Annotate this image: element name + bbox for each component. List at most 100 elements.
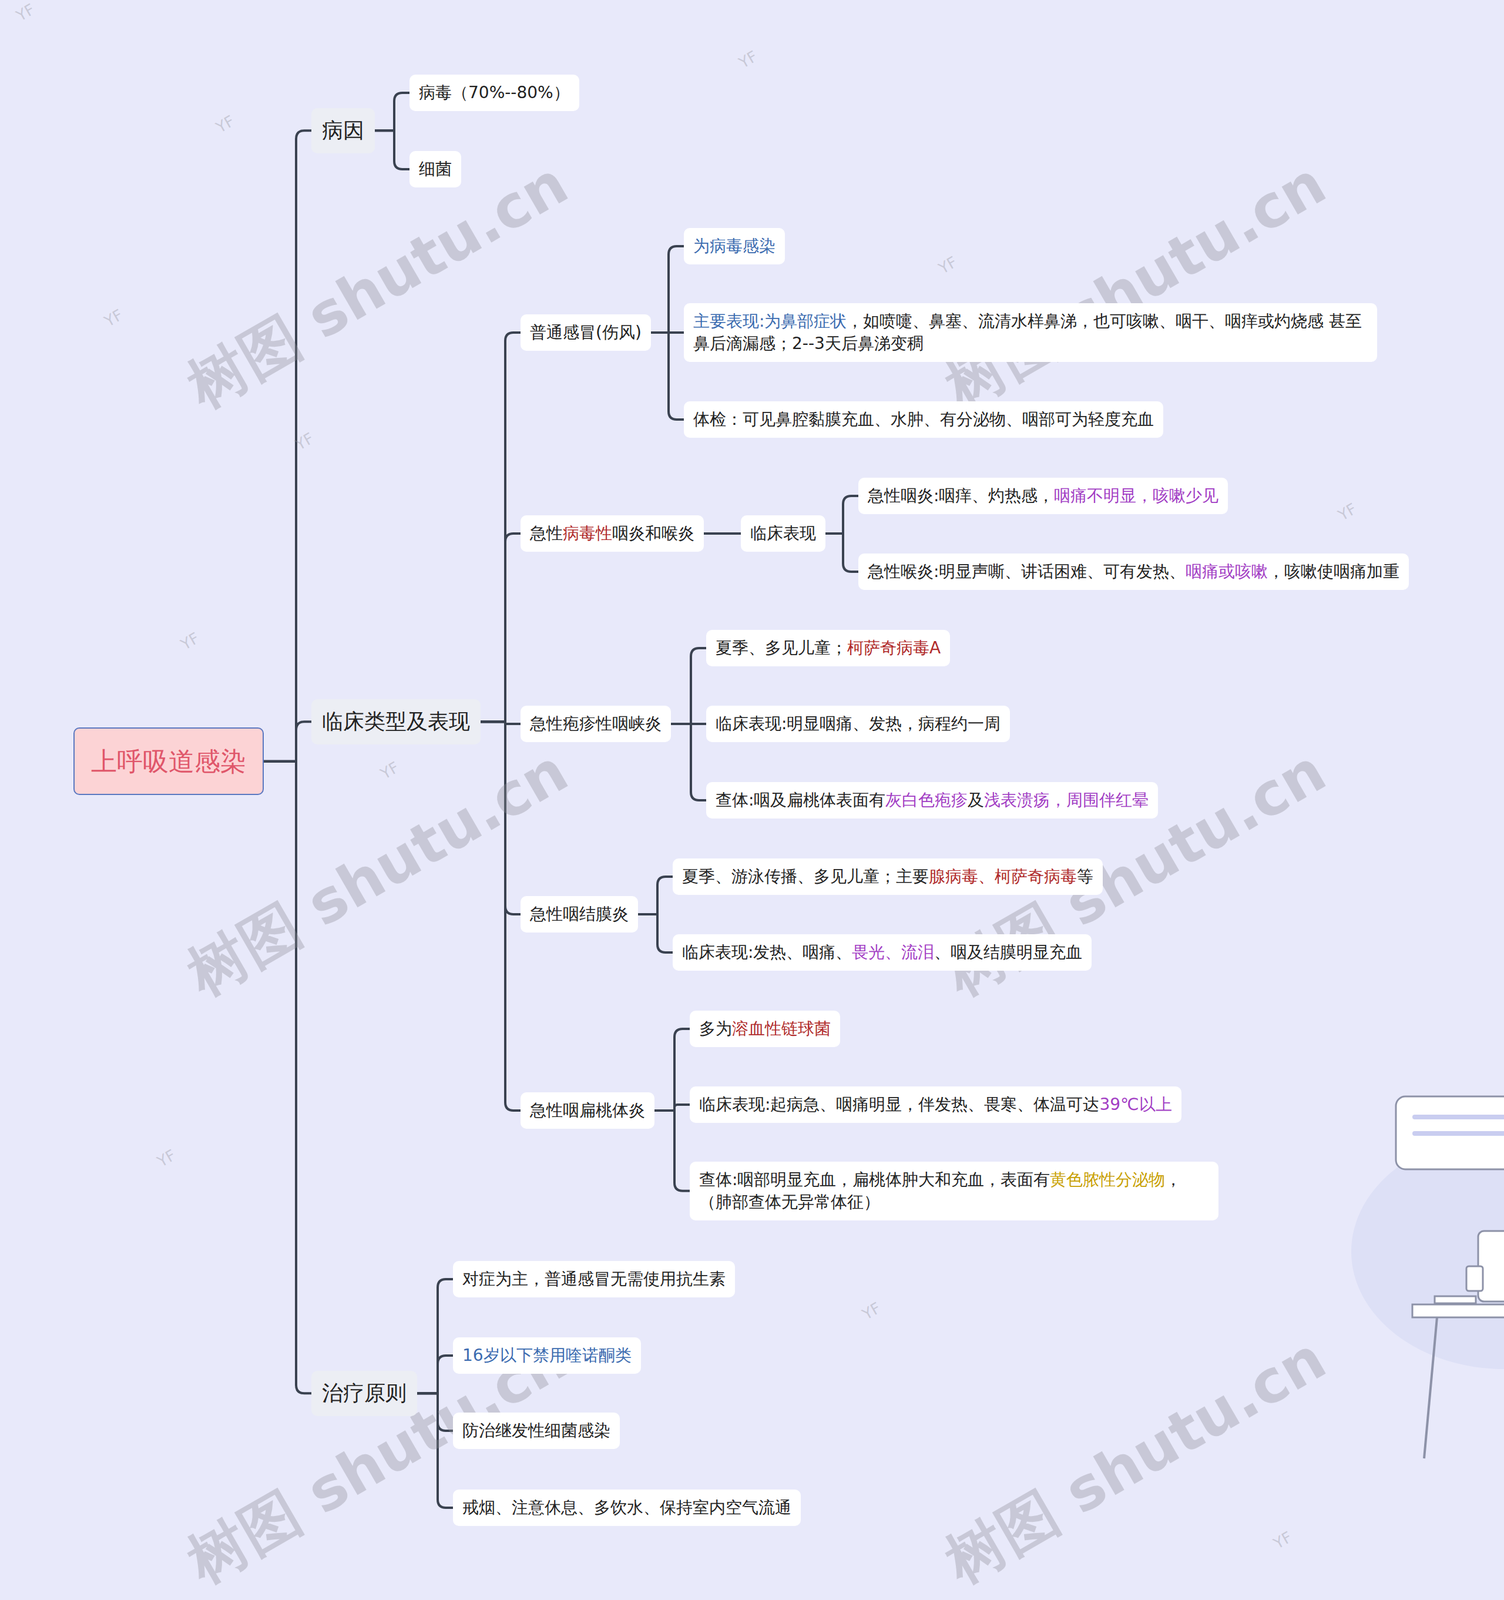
topic-text: 咽炎和喉炎 (612, 523, 695, 543)
topic-box: 急性病毒性咽炎和喉炎 (520, 515, 704, 552)
topic-text: 治疗原则 (321, 1380, 407, 1405)
branch-topic: 治疗原则 (311, 1370, 418, 1416)
topic-text: 周围伴红晕 (1066, 790, 1149, 810)
watermark-mark: YF (935, 253, 961, 278)
topic-text: 及 (967, 790, 985, 810)
topic-box: 戒烟、注意休息、多饮水、保持室内空气流通 (452, 1489, 801, 1526)
topic-text: 腺病毒、柯萨奇病毒 (928, 866, 1077, 886)
branch-connector (263, 761, 312, 1394)
watermark-mark: YF (1270, 1528, 1296, 1553)
topic-text: 查体:咽部明显充血，扁桃体肿大和充血，表面有 (699, 1169, 1050, 1190)
branch-connector (480, 332, 521, 722)
topic-box: 临床表现:起病急、咽痛明显，伴发热、畏寒、体温可达39℃以上 (689, 1086, 1182, 1123)
topic-text: 临床表现:起病急、咽痛明显，伴发热、畏寒、体温可达 (699, 1094, 1100, 1114)
watermark-mark: YF (859, 1298, 885, 1324)
topic-text: 病毒性 (562, 523, 613, 543)
topic-text: 黄色脓性分泌物 (1049, 1169, 1166, 1190)
branch-connector (703, 532, 741, 535)
topic-text: 查体:咽及扁桃体表面有 (715, 790, 886, 810)
topic-text: 夏季、游泳传播、多见儿童；主要 (682, 866, 929, 886)
topic-text: 对症为主，普通感冒无需使用抗生素 (462, 1269, 726, 1289)
topic-text: 体检：可见鼻腔黏膜充血、水肿、有分泌物、咽部可为轻度充血 (693, 409, 1154, 429)
watermark-mark: YF (213, 112, 238, 137)
watermark-mark: YF (736, 47, 761, 72)
branch-topic: 病因 (311, 108, 375, 154)
branch-connector (638, 876, 673, 915)
branch-connector (374, 130, 410, 170)
topic-text: ，咳嗽使咽痛加重 (1267, 561, 1400, 582)
topic-text: 临床表现:发热、咽痛、 (682, 942, 852, 962)
topic-text: 、咽及结膜明显充血 (934, 942, 1083, 962)
topic-box: 防治继发性细菌感染 (452, 1412, 620, 1449)
topic-text: 浅表溃疡 (984, 790, 1050, 810)
topic-text: 畏光、流泪 (851, 942, 935, 962)
desk-top (1412, 1304, 1504, 1318)
topic-text: 为病毒感染 (693, 236, 776, 256)
topic-text: 柯萨奇病毒A (847, 638, 941, 658)
desk-leg (1424, 1317, 1438, 1459)
topic-text: 咽痛或咳嗽 (1185, 561, 1268, 582)
watermark: 树图 shutu.cn (931, 145, 1341, 427)
topic-text: 细菌 (418, 159, 452, 179)
topic-text: 临床表现 (750, 523, 817, 543)
topic-text: 上呼吸道感染 (91, 746, 247, 777)
topic-text: 急性疱疹性咽峡炎 (529, 713, 662, 734)
topic-box: 临床表现:明显咽痛、发热，病程约一周 (706, 705, 1010, 743)
topic-text: 灰白色疱疹 (885, 790, 968, 810)
watermark-mark: YF (178, 629, 203, 654)
topic-text: 临床表现:明显咽痛、发热，病程约一周 (715, 713, 1001, 734)
topic-text: ， (1049, 790, 1067, 810)
watermark-mark: YF (377, 758, 403, 783)
watermark: 树图 shutu.cn (931, 1320, 1341, 1600)
branch-connector (480, 533, 521, 722)
topic-box: 临床表现:发热、咽痛、畏光、流泪、咽及结膜明显充血 (672, 934, 1092, 971)
topic-box: 急性疱疹性咽峡炎 (520, 705, 671, 743)
branch-connector (825, 533, 859, 572)
branch-connector (263, 721, 312, 761)
branch-connector (638, 914, 673, 953)
topic-text: 夏季、多见儿童； (715, 638, 848, 658)
watermark-mark: YF (154, 1146, 180, 1171)
root-topic: 上呼吸道感染 (73, 727, 264, 795)
branch-topic: 临床类型及表现 (311, 699, 481, 745)
topic-box: 急性咽炎:咽痒、灼热感，咽痛不明显，咳嗽少见 (858, 477, 1228, 515)
topic-text: 戒烟、注意休息、多饮水、保持室内空气流通 (462, 1497, 792, 1517)
topic-text: 急性咽结膜炎 (529, 904, 629, 924)
branch-connector (654, 1028, 690, 1111)
branch-connector (654, 1110, 690, 1191)
topic-text: 等 (1076, 866, 1094, 886)
topic-text: 急性喉炎:明显声嘶、讲话困难、可有发热、 (867, 561, 1186, 582)
ac-vent (1412, 1130, 1504, 1136)
branch-connector (670, 723, 707, 801)
watermark-mark: YF (13, 0, 39, 25)
topic-box: 查体:咽及扁桃体表面有灰白色疱疹及浅表溃疡，周围伴红晕 (706, 781, 1158, 819)
branch-connector (825, 495, 859, 534)
watermark-mark: YF (101, 306, 127, 331)
topic-box: 夏季、多见儿童；柯萨奇病毒A (706, 629, 950, 667)
topic-text: 防治继发性细菌感染 (462, 1420, 611, 1440)
topic-box: 16岁以下禁用喹诺酮类 (452, 1337, 641, 1374)
topic-text: 咽痛不明显，咳嗽少见 (1053, 485, 1219, 506)
ac-vent (1412, 1114, 1504, 1120)
topic-text: 病毒（70%--80%） (418, 82, 570, 103)
topic-text: 39℃以上 (1099, 1094, 1172, 1114)
topic-text: 急性 (529, 523, 563, 543)
topic-box: 急性咽结膜炎 (520, 895, 639, 933)
branch-connector (650, 246, 684, 333)
branch-connector (670, 648, 707, 724)
topic-box: 细菌 (409, 150, 462, 188)
watermark-mark: YF (1335, 499, 1361, 525)
topic-box: 多为溶血性链球菌 (689, 1010, 841, 1047)
topic-box: 病毒（70%--80%） (409, 74, 580, 112)
topic-text: 临床类型及表现 (321, 709, 470, 734)
topic-text: 溶血性链球菌 (732, 1018, 831, 1039)
air-conditioner (1395, 1096, 1504, 1170)
topic-text: 病因 (321, 118, 365, 143)
branch-connector (650, 332, 684, 420)
topic-box: 急性咽扁桃体炎 (520, 1092, 655, 1129)
book (1434, 1296, 1476, 1304)
topic-text: 急性咽扁桃体炎 (529, 1100, 646, 1120)
topic-text: 普通感冒(伤风) (529, 322, 642, 342)
topic-box: 为病毒感染 (683, 227, 785, 265)
watermark: 树图 shutu.cn (173, 145, 583, 427)
